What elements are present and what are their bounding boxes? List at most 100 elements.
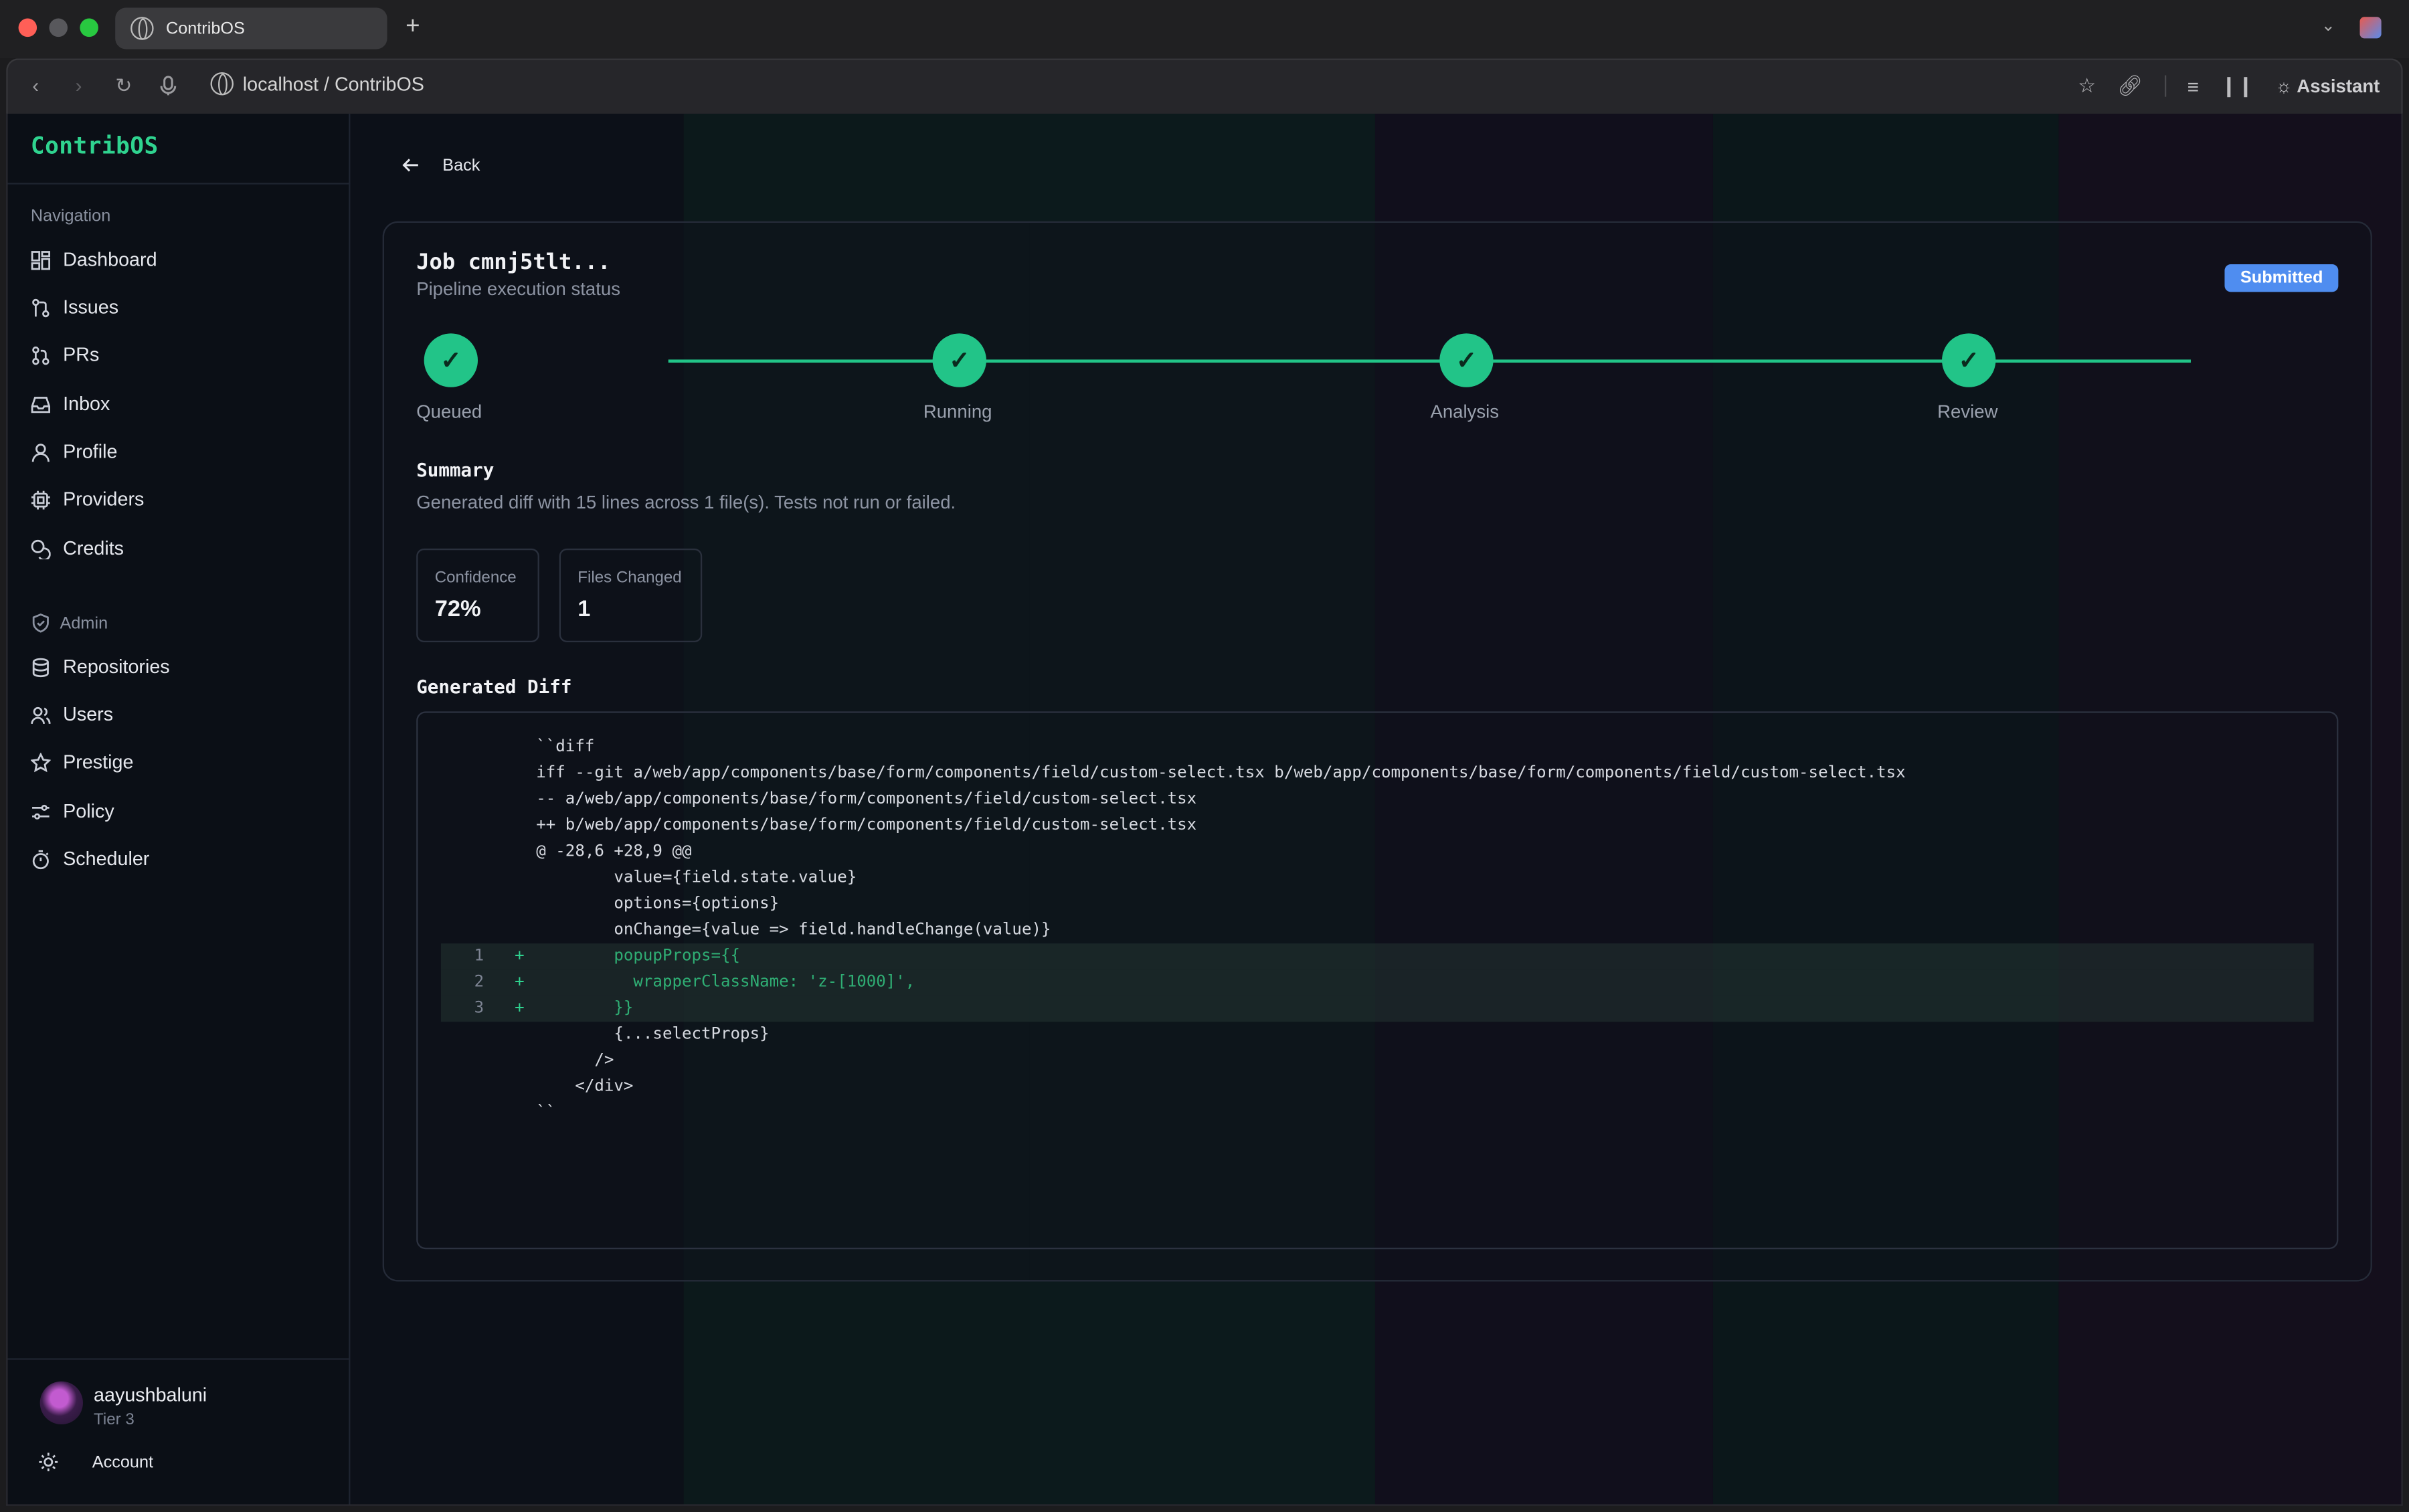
check-icon: ✓ bbox=[932, 333, 986, 387]
issues-icon bbox=[31, 297, 51, 317]
diff-sign: + bbox=[515, 946, 525, 965]
close-window-button[interactable] bbox=[18, 18, 37, 37]
new-tab-button[interactable]: + bbox=[406, 13, 420, 40]
sidebar: ContribOS Navigation Dashboard Issues PR… bbox=[7, 113, 351, 1505]
pull-request-icon bbox=[31, 345, 51, 365]
microphone-icon[interactable] bbox=[160, 76, 177, 102]
diff-line: -- a/web/app/components/base/form/compon… bbox=[418, 787, 2337, 813]
stat-value: 72% bbox=[434, 596, 481, 623]
dashboard-icon bbox=[31, 250, 51, 270]
chevron-down-icon[interactable]: ⌄ bbox=[2321, 17, 2335, 35]
audio-wave-icon[interactable]: ❙❙ bbox=[2220, 74, 2254, 97]
pipeline-progress-track bbox=[668, 359, 2191, 363]
site-globe-icon bbox=[210, 72, 234, 96]
back-label: Back bbox=[442, 156, 480, 175]
diff-code: value={field.state.value} bbox=[536, 868, 857, 887]
assistant-icon: ☼ bbox=[2275, 75, 2297, 97]
user-tier: Tier 3 bbox=[94, 1410, 135, 1429]
check-icon: ✓ bbox=[1439, 333, 1494, 387]
minimize-window-button[interactable] bbox=[49, 18, 68, 37]
pipeline-step-queued: ✓ Queued bbox=[416, 333, 609, 423]
diff-added-line: 2+ wrapperClassName: 'z-[1000]', bbox=[440, 969, 2314, 996]
diff-code: iff --git a/web/app/components/base/form… bbox=[536, 763, 1906, 783]
shield-icon bbox=[31, 613, 51, 633]
diff-code: wrapperClassName: 'z-[1000]', bbox=[536, 972, 915, 991]
sidebar-item-label: Policy bbox=[63, 800, 114, 822]
sun-icon bbox=[38, 1452, 58, 1472]
tab-title: ContribOS bbox=[165, 19, 245, 38]
sidebar-item-credits[interactable]: Credits bbox=[31, 535, 124, 562]
admin-section-label: Admin bbox=[31, 613, 108, 633]
diff-sign: + bbox=[515, 998, 525, 1018]
back-arrow-icon[interactable]: ‹ bbox=[32, 74, 39, 97]
line-number: 3 bbox=[474, 998, 484, 1018]
sidebar-item-prestige[interactable]: Prestige bbox=[30, 748, 134, 775]
address-bar[interactable]: localhost / ContribOS bbox=[210, 72, 424, 96]
avatar[interactable] bbox=[39, 1381, 83, 1425]
assistant-button[interactable]: ☼ Assistant bbox=[2275, 75, 2380, 97]
sidebar-item-label: PRs bbox=[63, 344, 100, 366]
diff-line: iff --git a/web/app/components/base/form… bbox=[418, 761, 2337, 787]
diff-line: `` bbox=[418, 1100, 2337, 1126]
sidebar-item-label: Dashboard bbox=[63, 249, 157, 271]
diff-code: }} bbox=[536, 998, 634, 1018]
diff-code: {...selectProps} bbox=[536, 1024, 770, 1044]
diff-line: @ -28,6 +28,9 @@ bbox=[418, 839, 2337, 865]
check-icon: ✓ bbox=[424, 333, 478, 387]
sidebar-item-scheduler[interactable]: Scheduler bbox=[31, 845, 149, 872]
diff-line: /> bbox=[418, 1048, 2337, 1074]
sidebar-item-dashboard[interactable]: Dashboard bbox=[31, 246, 157, 273]
users-icon bbox=[31, 704, 51, 725]
diff-code: popupProps={{ bbox=[536, 946, 741, 965]
reader-lines-icon[interactable]: ≡ bbox=[2187, 74, 2200, 98]
diff-line: {...selectProps} bbox=[418, 1022, 2337, 1048]
diff-code: -- a/web/app/components/base/form/compon… bbox=[536, 789, 1197, 809]
stat-value: 1 bbox=[577, 596, 591, 623]
sidebar-item-policy[interactable]: Policy bbox=[31, 797, 114, 825]
check-icon: ✓ bbox=[1942, 333, 1996, 387]
account-button[interactable]: Account bbox=[38, 1452, 153, 1472]
diff-line: ``diff bbox=[418, 735, 2337, 761]
main-content: Back Job cmnj5tlt... Pipeline execution … bbox=[350, 114, 2401, 1505]
sidebar-item-providers[interactable]: Providers bbox=[31, 486, 144, 513]
reload-icon[interactable]: ↻ bbox=[115, 74, 132, 97]
diff-code: /> bbox=[536, 1050, 614, 1070]
sidebar-item-label: Issues bbox=[63, 296, 119, 318]
sidebar-item-inbox[interactable]: Inbox bbox=[31, 390, 110, 417]
confidence-stat: Confidence 72% bbox=[416, 548, 539, 643]
files-changed-stat: Files Changed 1 bbox=[559, 548, 703, 643]
sidebar-item-repositories[interactable]: Repositories bbox=[31, 653, 170, 680]
arrow-left-icon bbox=[401, 155, 421, 175]
bookmark-star-icon[interactable]: ☆ bbox=[2078, 74, 2096, 97]
app-window: ContribOS Navigation Dashboard Issues PR… bbox=[6, 113, 2403, 1506]
extension-icon[interactable] bbox=[2359, 17, 2382, 39]
sidebar-item-users[interactable]: Users bbox=[31, 700, 113, 728]
toolbar-divider bbox=[2164, 75, 2166, 97]
browser-toolbar: ‹ › ↻ localhost / ContribOS ☆ 🔗︎ ≡ ❙❙ ☼ … bbox=[6, 58, 2403, 114]
forward-arrow-icon[interactable]: › bbox=[75, 74, 82, 97]
back-button[interactable]: Back bbox=[401, 155, 480, 175]
brand-logo[interactable]: ContribOS bbox=[30, 132, 159, 160]
diff-line: value={field.state.value} bbox=[418, 865, 2337, 891]
coins-icon bbox=[31, 539, 51, 559]
job-title: Job cmnj5tlt... bbox=[416, 250, 611, 276]
step-label: Running bbox=[923, 401, 992, 423]
sidebar-item-label: Scheduler bbox=[63, 848, 150, 870]
summary-heading: Summary bbox=[416, 459, 495, 481]
sidebar-item-label: Credits bbox=[63, 537, 124, 559]
pipeline-step-review: ✓ Review bbox=[1937, 333, 2127, 423]
summary-text: Generated diff with 15 lines across 1 fi… bbox=[416, 491, 956, 514]
sidebar-item-label: Repositories bbox=[63, 656, 170, 678]
job-subtitle: Pipeline execution status bbox=[416, 278, 620, 300]
browser-tab[interactable]: ContribOS bbox=[115, 7, 387, 50]
chip-icon bbox=[31, 489, 51, 509]
sidebar-item-profile[interactable]: Profile bbox=[31, 438, 118, 466]
sidebar-item-issues[interactable]: Issues bbox=[31, 294, 118, 321]
sidebar-item-prs[interactable]: PRs bbox=[31, 341, 99, 369]
diff-code: </div> bbox=[536, 1076, 634, 1096]
diff-code: `` bbox=[536, 1103, 556, 1122]
zoom-window-button[interactable] bbox=[80, 18, 98, 37]
user-name: aayushbaluni bbox=[94, 1384, 207, 1406]
link-icon[interactable]: 🔗︎ bbox=[2117, 74, 2143, 97]
